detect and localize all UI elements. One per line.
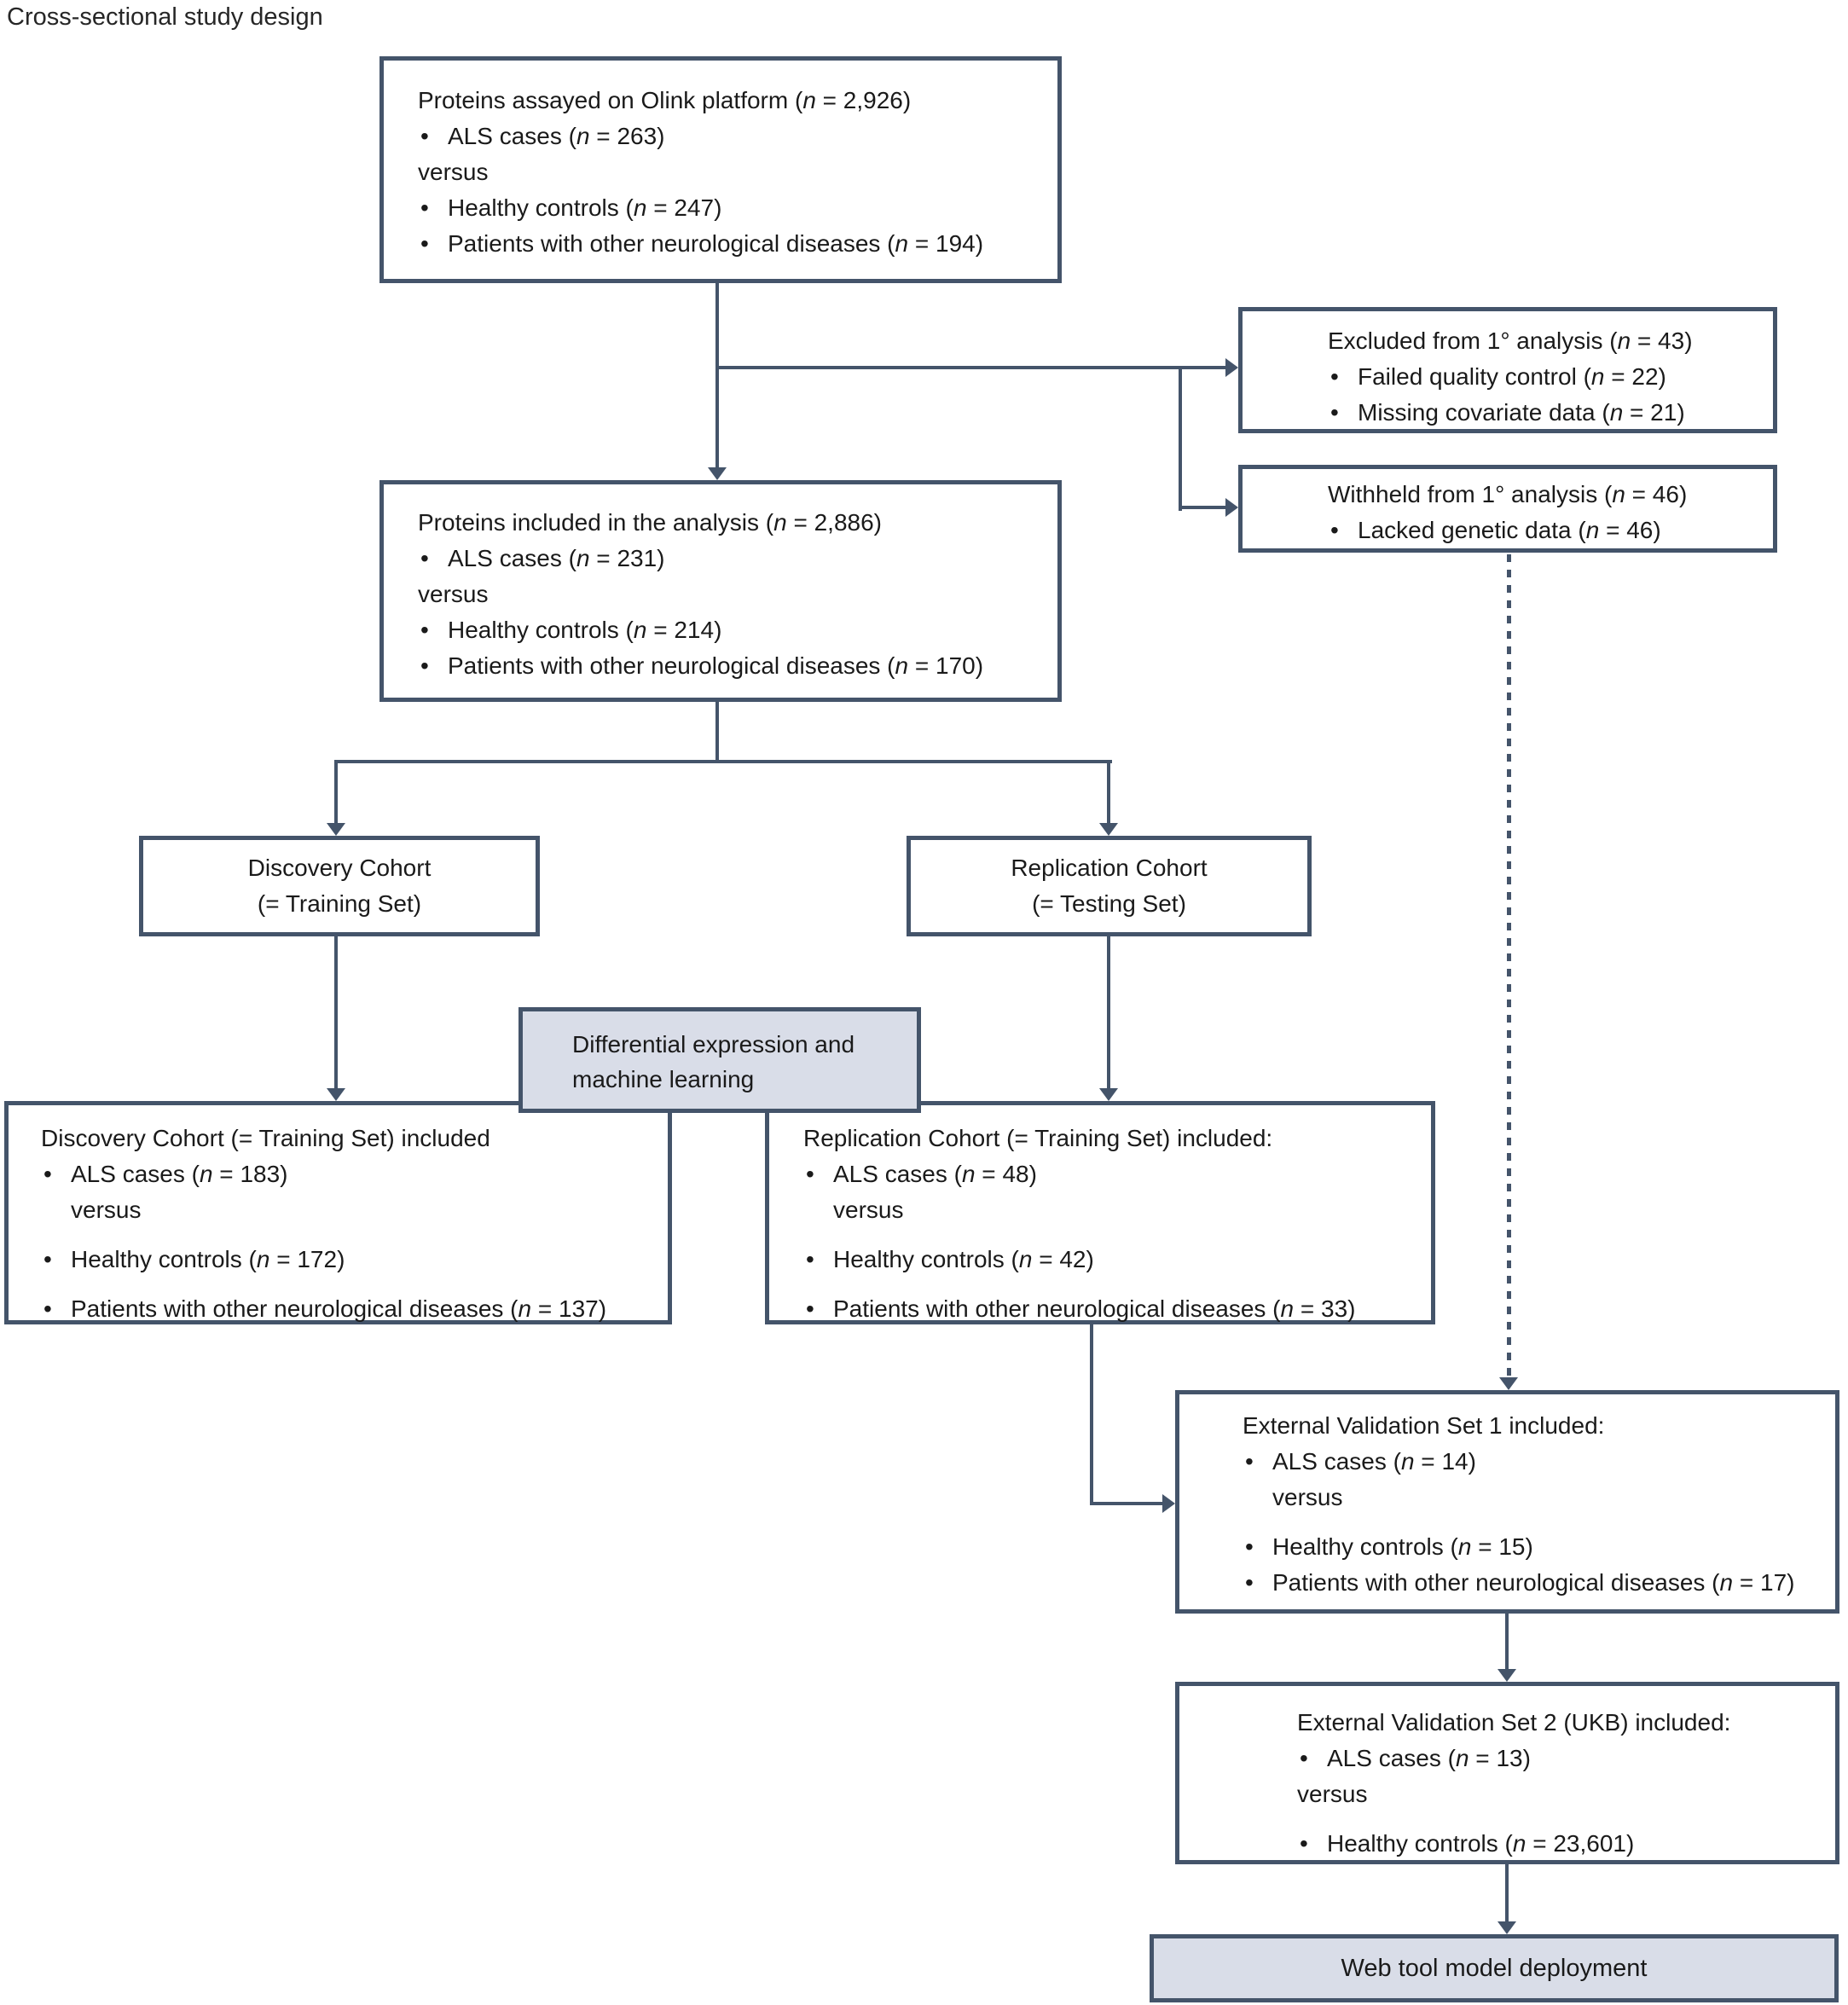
versus-label: versus <box>418 159 489 185</box>
box-heading: Proteins included in the analysis (n = 2… <box>418 509 883 536</box>
arrowhead-right-icon <box>1225 498 1238 517</box>
box-web-tool-deployment: Web tool model deployment <box>1150 1934 1839 2002</box>
box-external-validation-2: External Validation Set 2 (UKB) included… <box>1175 1682 1839 1864</box>
bullet-item: Healthy controls (n = 15) <box>1243 1529 1835 1565</box>
connector-to-excluded <box>717 366 1225 369</box>
bullet-item: ALS cases (n = 13) <box>1297 1741 1835 1776</box>
bullet-item: Patients with other neurological disease… <box>803 1291 1431 1327</box>
connector-included-stem <box>715 702 719 763</box>
bullet-item: Patients with other neurological disease… <box>418 648 1057 684</box>
process-label: machine learning <box>572 1066 755 1092</box>
connector-withheld-to-extval1-dashed <box>1507 554 1511 1376</box>
arrowhead-down-icon <box>1099 1088 1118 1101</box>
box-discovery-included: Discovery Cohort (= Training Set) includ… <box>4 1101 672 1324</box>
bullet-item: Healthy controls (n = 42) <box>803 1242 1431 1278</box>
versus-label: versus <box>418 581 489 607</box>
bullet-item: Healthy controls (n = 172) <box>41 1242 668 1278</box>
box-external-validation-1: External Validation Set 1 included: ALS … <box>1175 1390 1839 1614</box>
box-proteins-included: Proteins included in the analysis (n = 2… <box>379 480 1062 702</box>
arrowhead-right-icon <box>1225 358 1238 377</box>
bullet-item: Lacked genetic data (n = 46) <box>1328 513 1773 548</box>
connector-split-bar <box>334 760 1112 763</box>
connector-to-discovery <box>334 760 338 823</box>
connector-branch-withheld <box>1179 366 1182 511</box>
connector-replication-to-included <box>1107 936 1110 1088</box>
bullet-item: Healthy controls (n = 247) <box>418 190 1057 226</box>
process-label: Differential expression and <box>572 1031 855 1058</box>
bullet-item: ALS cases (n = 14) <box>1243 1444 1835 1480</box>
versus-label: versus <box>1272 1484 1343 1510</box>
cohort-subtitle: (= Testing Set) <box>1032 890 1186 917</box>
bullet-item: Healthy controls (n = 23,601) <box>1297 1826 1835 1862</box>
figure-title: Cross-sectional study design <box>7 3 323 31</box>
bullet-item: Patients with other neurological disease… <box>418 226 1057 262</box>
arrowhead-down-icon <box>327 823 345 836</box>
box-heading: External Validation Set 1 included: <box>1243 1412 1605 1439</box>
connector-to-extval1 <box>1090 1502 1162 1505</box>
arrowhead-right-icon <box>1162 1494 1175 1513</box>
arrowhead-down-icon <box>327 1088 345 1101</box>
cohort-name: Discovery Cohort <box>247 855 432 881</box>
box-heading: Proteins assayed on Olink platform (n = … <box>418 87 912 113</box>
bullet-item: Missing covariate data (n = 21) <box>1328 395 1773 431</box>
box-heading: Discovery Cohort (= Training Set) includ… <box>41 1125 490 1151</box>
bullet-item: ALS cases (n = 263) <box>418 119 1057 154</box>
arrowhead-down-icon <box>1498 1921 1516 1934</box>
cohort-subtitle: (= Training Set) <box>257 890 422 917</box>
connector-replication-to-extval1 <box>1090 1324 1093 1505</box>
box-heading: External Validation Set 2 (UKB) included… <box>1297 1709 1731 1736</box>
connector-extval2-to-webtool <box>1505 1864 1509 1921</box>
box-withheld: Withheld from 1° analysis (n = 46) Lacke… <box>1238 465 1777 553</box>
arrowhead-down-icon <box>708 467 727 480</box>
box-excluded: Excluded from 1° analysis (n = 43) Faile… <box>1238 307 1777 433</box>
versus-label: versus <box>833 1197 904 1223</box>
bullet-item: ALS cases (n = 48) <box>803 1156 1431 1192</box>
bullet-item: Patients with other neurological disease… <box>41 1291 668 1327</box>
bullet-item: ALS cases (n = 183) <box>41 1156 668 1192</box>
deployment-label: Web tool model deployment <box>1341 1955 1648 1982</box>
arrowhead-down-icon <box>1499 1377 1518 1390</box>
cohort-name: Replication Cohort <box>1011 855 1208 881</box>
box-heading: Withheld from 1° analysis (n = 46) <box>1328 481 1688 507</box>
connector-to-withheld <box>1179 506 1225 509</box>
connector-to-replication <box>1107 760 1110 823</box>
connector-extval1-to-extval2 <box>1505 1614 1509 1669</box>
arrowhead-down-icon <box>1099 823 1118 836</box>
connector-discovery-to-included <box>334 936 338 1088</box>
box-discovery-cohort: Discovery Cohort (= Training Set) <box>139 836 540 936</box>
bullet-item: Healthy controls (n = 214) <box>418 612 1057 648</box>
versus-label: versus <box>71 1197 142 1223</box>
box-replication-cohort: Replication Cohort (= Testing Set) <box>907 836 1312 936</box>
versus-label: versus <box>1297 1781 1368 1807</box>
box-differential-expression: Differential expression and machine lear… <box>518 1007 921 1113</box>
box-proteins-assayed: Proteins assayed on Olink platform (n = … <box>379 56 1062 283</box>
box-replication-included: Replication Cohort (= Training Set) incl… <box>765 1101 1435 1324</box>
box-heading: Excluded from 1° analysis (n = 43) <box>1328 327 1693 354</box>
bullet-item: ALS cases (n = 231) <box>418 541 1057 577</box>
arrowhead-down-icon <box>1498 1669 1516 1682</box>
bullet-item: Failed quality control (n = 22) <box>1328 359 1773 395</box>
connector-assayed-to-included <box>715 283 719 467</box>
box-heading: Replication Cohort (= Training Set) incl… <box>803 1125 1273 1151</box>
bullet-item: Patients with other neurological disease… <box>1243 1565 1835 1601</box>
